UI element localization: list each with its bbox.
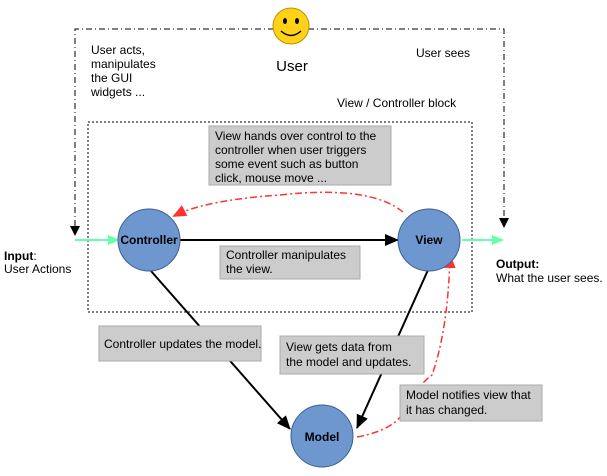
user-loop-left xyxy=(74,28,274,234)
callout-view-gets-data: View gets data from the model and update… xyxy=(279,335,425,375)
callout-view-gets-data-line-2: the model and updates. xyxy=(286,355,411,369)
user-acts-line-1: User acts, xyxy=(91,43,145,57)
user-acts-line-2: manipulates xyxy=(91,57,156,71)
callout-model-notifies-line-1: Model notifies view that xyxy=(406,388,531,402)
controller-node-label: Controller xyxy=(120,233,178,247)
user-acts-line-3: the GUI xyxy=(91,71,132,85)
svg-text:Controller updates the model.: Controller updates the model. xyxy=(104,337,261,351)
callout-model-notifies-line-2: it has changed. xyxy=(406,403,487,417)
block-title: View / Controller block xyxy=(337,96,457,110)
callout-controller-manipulates-line-1: Controller manipulates xyxy=(226,248,346,262)
svg-text:View hands over control to the: View hands over control to the controlle… xyxy=(215,129,380,185)
user-smiley-icon xyxy=(272,7,310,45)
output-title: Output: xyxy=(496,257,539,271)
model-node: Model xyxy=(290,404,354,468)
callout-view-gets-data-line-1: View gets data from xyxy=(286,340,392,354)
callout-view-hands-over-line-3: some event such as button xyxy=(215,157,358,171)
view-node-label: View xyxy=(415,233,443,247)
input-title: Input xyxy=(4,249,33,263)
user-acts-note: User acts, manipulates the GUI widgets .… xyxy=(90,43,156,99)
callout-controller-updates: Controller updates the model. xyxy=(98,325,262,362)
controller-node: Controller xyxy=(117,208,181,272)
callout-view-hands-over: View hands over control to the controlle… xyxy=(208,125,392,186)
output-label: Output: What the user sees. xyxy=(496,257,603,285)
callout-model-notifies: Model notifies view that it has changed. xyxy=(399,384,543,422)
arrow-model-to-view xyxy=(356,254,456,438)
user-label: User xyxy=(276,58,308,75)
input-label: Input: User Actions xyxy=(4,249,71,276)
view-node: View xyxy=(397,208,461,272)
callout-view-hands-over-line-4: click, mouse move ... xyxy=(215,171,327,185)
user-acts-line-4: widgets ... xyxy=(90,85,145,99)
input-title-colon: : xyxy=(33,249,36,263)
user-loop-left-arrowhead xyxy=(70,226,80,236)
svg-text:View gets data from the: View gets data from the model and update… xyxy=(286,340,411,369)
output-subtitle: What the user sees. xyxy=(496,271,603,285)
user-loop-right-arrowhead xyxy=(499,218,509,228)
svg-text:Controller manipulates: Controller manipulates the view. xyxy=(226,248,349,276)
callout-view-hands-over-line-1: View hands over control to the xyxy=(215,129,377,143)
callout-controller-updates-line-1: Controller updates the model. xyxy=(104,337,261,351)
callout-controller-manipulates-line-2: the view. xyxy=(226,262,273,276)
arrow-view-to-controller xyxy=(172,191,404,217)
input-subtitle: User Actions xyxy=(4,262,71,276)
callout-controller-manipulates: Controller manipulates the view. xyxy=(219,245,361,280)
model-node-label: Model xyxy=(305,430,340,444)
user-sees-note: User sees xyxy=(416,46,470,60)
user-loop-right xyxy=(308,28,505,226)
view-controller-block xyxy=(87,121,473,313)
callout-view-hands-over-line-2: controller when user triggers xyxy=(215,143,366,157)
svg-text:Model notifies view that: Model notifies view that it has changed. xyxy=(406,388,534,417)
